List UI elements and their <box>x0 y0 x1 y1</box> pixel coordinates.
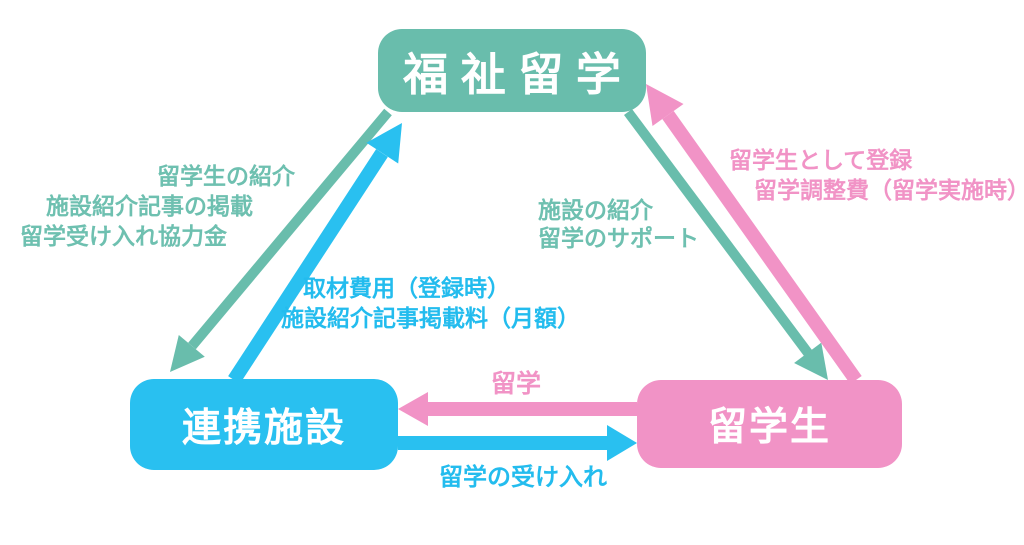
node-student-label: 留学生 <box>707 405 831 450</box>
arrow-head <box>646 84 684 126</box>
arrow-shaft <box>228 149 388 384</box>
label-facility-to-student: 留学の受け入れ <box>439 463 607 491</box>
arrow-shaft <box>188 108 392 350</box>
arrow-facility-to-student <box>398 425 637 461</box>
arrow-head <box>170 335 205 372</box>
arrow-student-to-hq <box>646 84 862 385</box>
arrow-facility-to-hq <box>228 123 402 384</box>
label-hq-to-facility-line3: 留学受け入れ協力金 <box>20 224 227 250</box>
arrow-shaft <box>662 110 862 385</box>
arrow-head <box>794 342 828 380</box>
arrow-hq-to-student <box>623 109 828 380</box>
node-partner-facility-label: 連携施設 <box>181 405 346 451</box>
arrow-head <box>398 392 428 426</box>
label-facility-to-hq-line1: 取材費用（登録時） <box>303 276 510 302</box>
label-hq-to-student-line1: 施設の紹介 <box>538 198 653 224</box>
node-student: 留学生 <box>637 380 902 468</box>
label-student-to-hq-line1: 留学生として登録 <box>729 148 913 174</box>
arrow-head <box>366 123 402 164</box>
arrow-head <box>607 425 637 461</box>
label-hq-to-facility-line1: 留学生の紹介 <box>157 164 295 190</box>
label-student-to-facility: 留学 <box>491 369 542 398</box>
label-hq-to-student-line2: 留学のサポート <box>538 226 699 252</box>
label-hq-to-facility-line2: 施設紹介記事の掲載 <box>46 194 253 220</box>
arrow-shaft <box>623 109 813 356</box>
arrow-student-to-facility <box>398 392 637 426</box>
label-student-to-hq-line2: 留学調整費（留学実施時） <box>754 178 1024 204</box>
arrow-hq-to-facility <box>170 108 392 372</box>
node-fukushi-ryugaku: 福祉留学 <box>378 29 646 112</box>
node-partner-facility: 連携施設 <box>130 379 398 470</box>
logo-fukushi-ryugaku: 福祉留学 <box>403 48 634 101</box>
label-facility-to-hq-line2: 施設紹介記事掲載料（月額） <box>281 306 580 332</box>
